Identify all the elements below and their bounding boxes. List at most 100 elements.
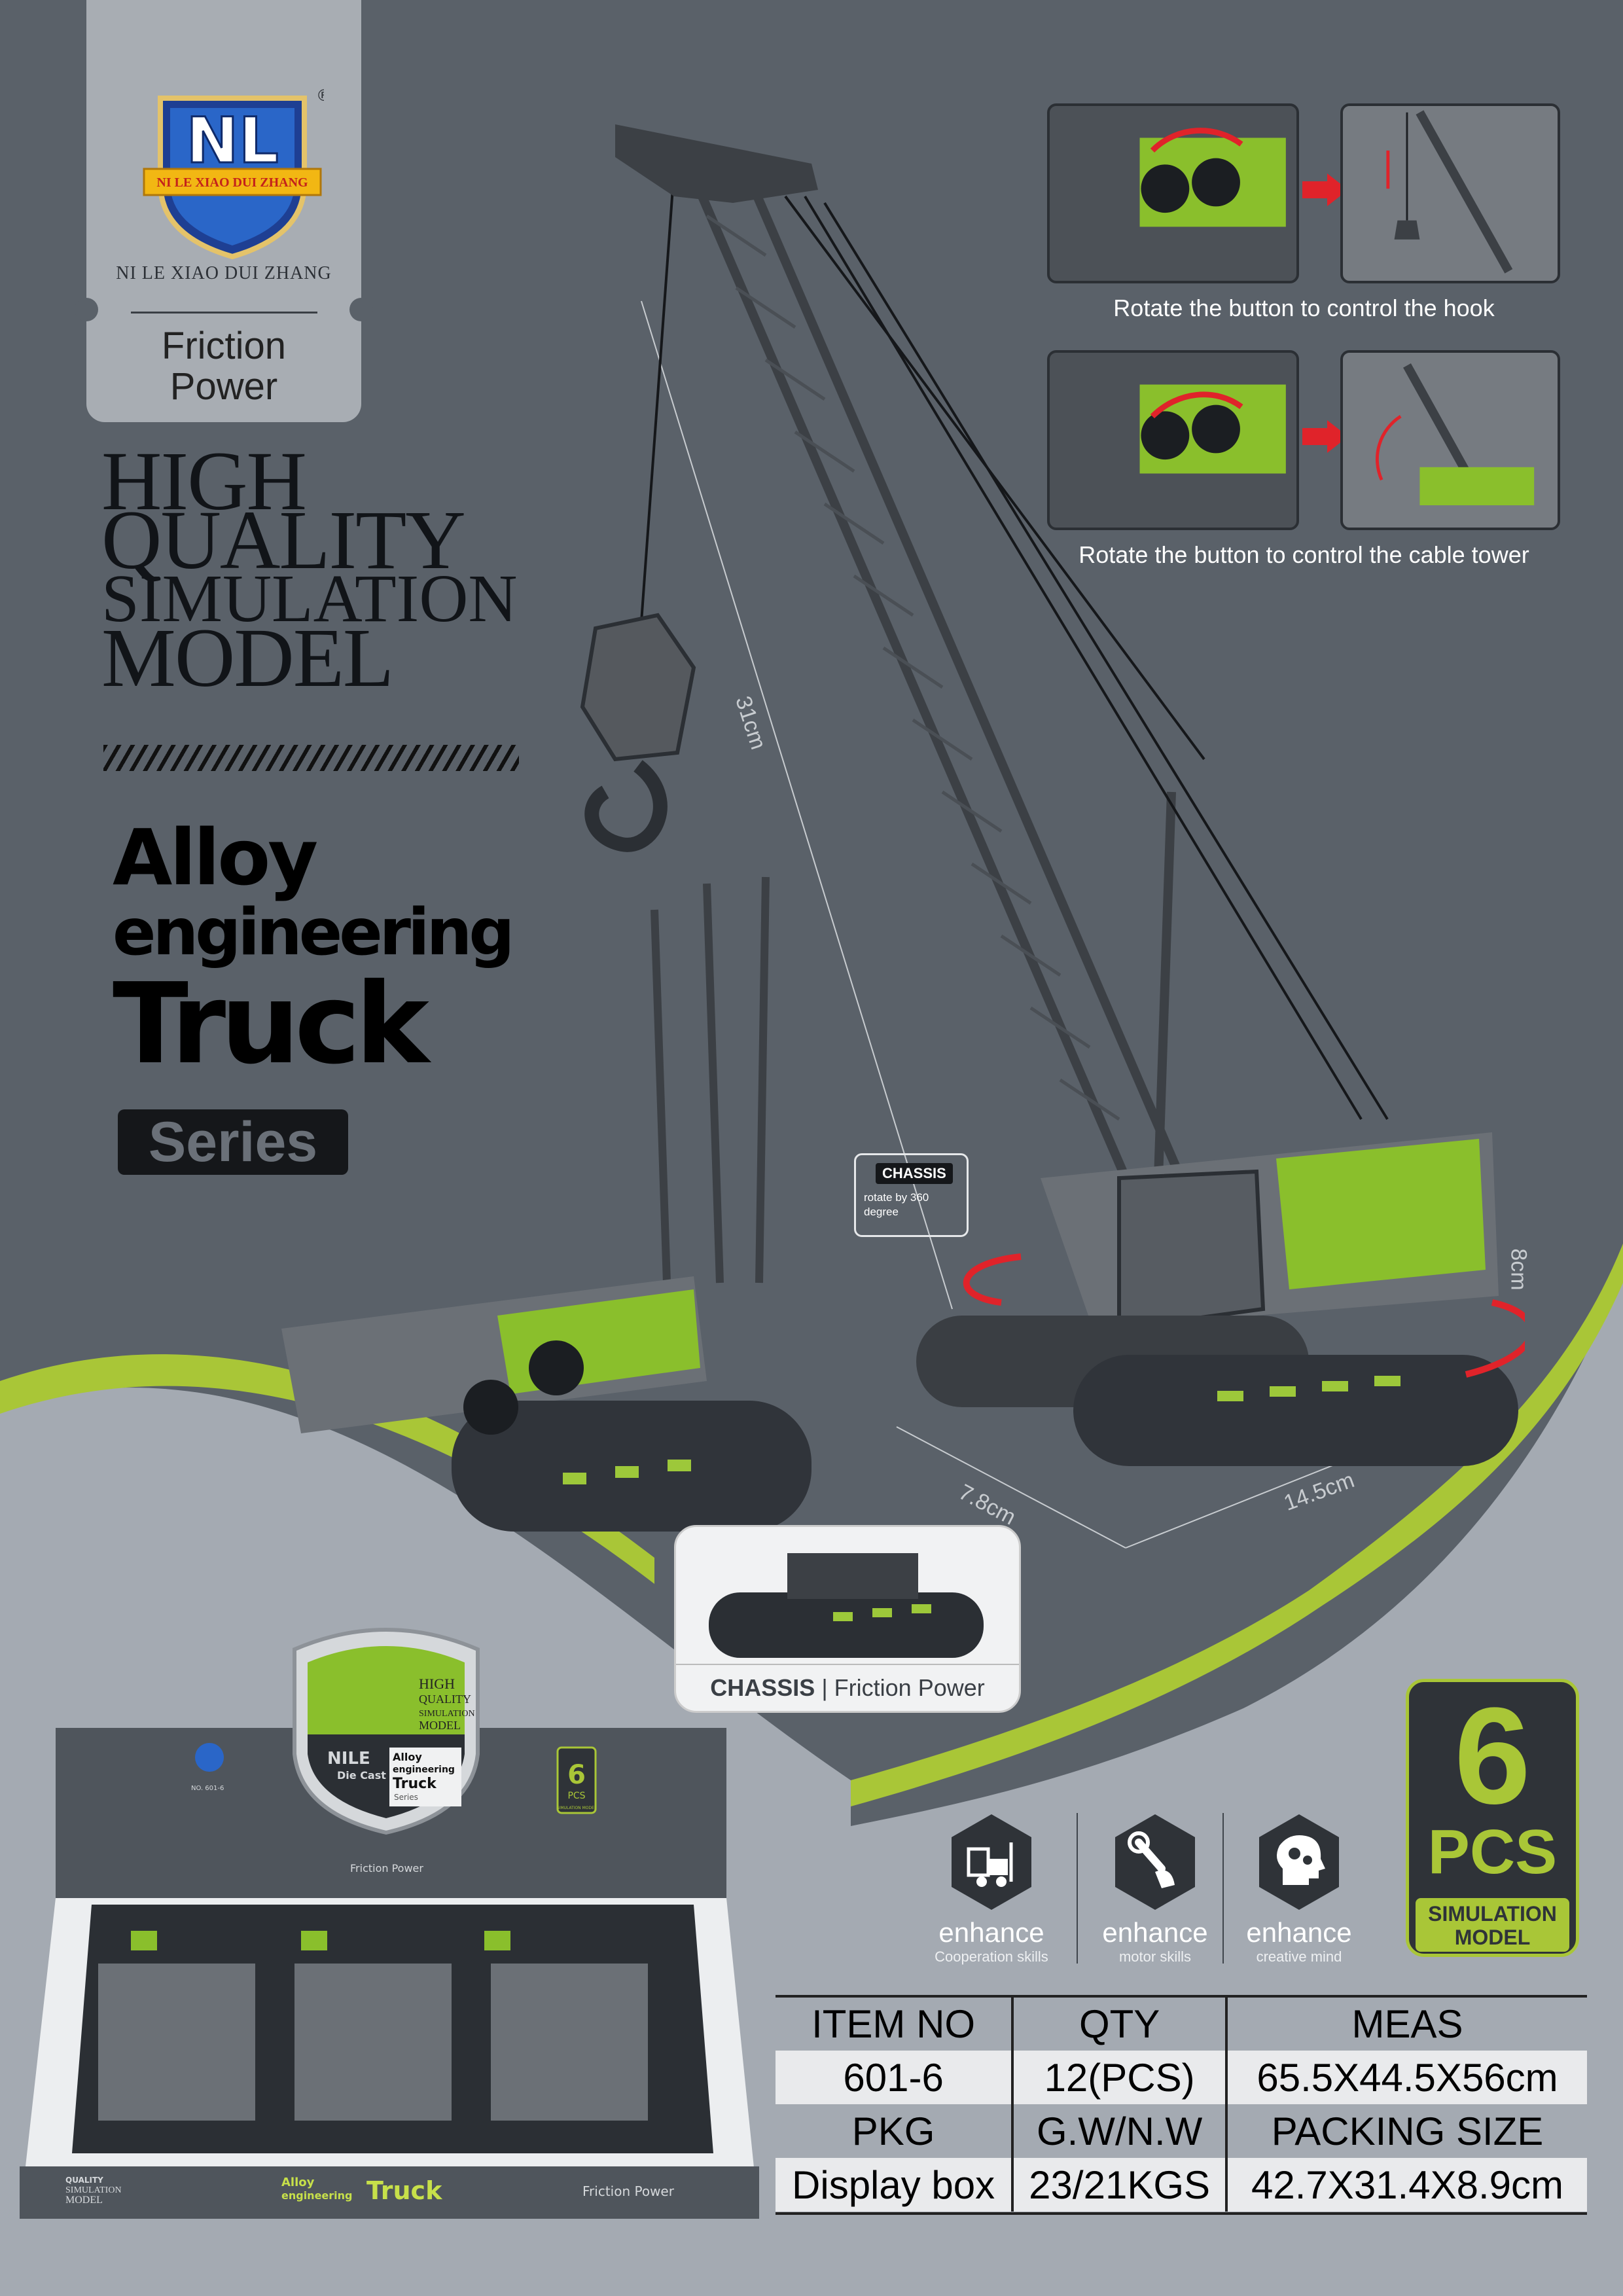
crane-cables: [640, 170, 1389, 1121]
spec-cell: 12(PCS): [1011, 2051, 1227, 2104]
spec-table: ITEM NO QTY MEAS 601-6 12(PCS) 65.5X44.5…: [776, 1997, 1587, 2212]
spec-cell: 23/21KGS: [1011, 2158, 1227, 2212]
icon-title-motor: enhance: [1102, 1917, 1208, 1948]
spec-cell: QTY: [1011, 1997, 1227, 2051]
chassis-inset-sub: Friction Power: [834, 1674, 985, 1701]
pcs-line-1: SIMULATION: [1428, 1902, 1557, 1926]
box-shield-title-3: Truck: [393, 1776, 437, 1792]
chassis-tag: CHASSIS: [876, 1163, 953, 1184]
logo-ribbon-text: NI LE XIAO DUI ZHANG: [156, 175, 308, 190]
table-rule-bottom: [776, 2212, 1587, 2215]
dim-line-31cm: [641, 300, 953, 1310]
track-right: [1073, 1355, 1518, 1466]
rotate-arrow-left: [963, 1253, 1022, 1306]
spec-cell: PKG: [851, 2109, 935, 2153]
friction-power-title: Friction Power: [86, 326, 361, 407]
box-shield-title-1: Alloy: [393, 1751, 422, 1763]
forklift-icon: [952, 1814, 1031, 1910]
main-boom: [689, 168, 1183, 1180]
crane-cab: [1117, 1169, 1266, 1331]
headline-line-3: SIMULATION: [101, 561, 518, 636]
brand-divider: [131, 312, 317, 314]
chassis-inset-title: CHASSIS: [710, 1674, 815, 1701]
icon-sub-creative: creative mind: [1256, 1948, 1342, 1965]
hook-thumb-graphic: [1386, 110, 1513, 274]
headline-line-1: HIGH: [101, 435, 307, 528]
box-item-no: NO. 601-6: [191, 1785, 224, 1792]
power-line: Power: [169, 365, 278, 408]
box-front-title-2: engineering: [281, 2189, 353, 2202]
box-shield-line-1: HIGH: [419, 1676, 455, 1692]
brand-name: NI LE XIAO DUI ZHANG: [116, 263, 332, 283]
registered-mark: ®: [316, 86, 324, 105]
icon-title-cooperation: enhance: [938, 1917, 1044, 1948]
spec-cell: 42.7X31.4X8.9cm: [1225, 2158, 1587, 2212]
feature-caption-tower: Rotate the button to control the cable t…: [1079, 541, 1529, 568]
pcs-unit: PCS: [1427, 1817, 1558, 1887]
tower-thumb-graphic: [1376, 363, 1535, 506]
red-arrow-2: [1302, 420, 1348, 453]
box-front-friction: Friction Power: [582, 2183, 675, 2199]
series-badge: Series: [118, 1109, 348, 1175]
icon-sub-motor: motor skills: [1118, 1948, 1191, 1965]
feature-caption-hook: Rotate the button to control the hook: [1113, 295, 1495, 321]
wrench-hand-icon: [1115, 1814, 1195, 1910]
boom-tip: [615, 124, 818, 203]
dim-line-7.8cm: [896, 1426, 1126, 1549]
pcs-simulation-model: SIMULATION MODEL: [1416, 1898, 1569, 1952]
box-front-sim: SIMULATION: [65, 2185, 122, 2195]
table-rule-top: [776, 1995, 1587, 1998]
box-shield-line-2: QUALITY: [419, 1693, 471, 1706]
product-title-line-3: Truck: [113, 960, 429, 1089]
spec-cell: G.W/N.W: [1011, 2104, 1227, 2158]
product-title-line-2: engineering: [113, 895, 515, 970]
tower-button-graphic: [1139, 384, 1286, 474]
hook-block: [580, 613, 696, 762]
spec-cell: Display box: [776, 2158, 1013, 2212]
product-title: Alloy engineering Truck: [113, 818, 515, 1089]
pcs-badge: 6 PCS SIMULATION MODEL: [1406, 1679, 1579, 1957]
box-shield-line-4: MODEL: [419, 1719, 461, 1732]
pcs-number: 6: [1454, 1679, 1531, 1833]
friction-line: Friction: [161, 325, 287, 367]
logo-letters: NL: [186, 104, 279, 177]
crane-green-panel: [1276, 1139, 1486, 1289]
box-front-quality: QUALITY: [65, 2176, 103, 2185]
chassis-inset-sep: |: [821, 1674, 834, 1701]
feature-thumb-hook: [1340, 103, 1560, 283]
chassis-callout: CHASSIS rotate by 360 degree: [854, 1153, 969, 1237]
chassis-inset: CHASSIS | Friction Power: [674, 1525, 1021, 1713]
hook-button-graphic: [1139, 128, 1286, 227]
headline-line-4: MODEL: [101, 611, 394, 704]
box-lid-friction: Friction Power: [350, 1862, 423, 1874]
boom-lattice: [705, 214, 1120, 1121]
spec-row-values-2: Display box 23/21KGS 42.7X31.4X8.9cm: [776, 2158, 1587, 2212]
spec-cell: ITEM NO: [812, 2001, 976, 2046]
chassis-graphic: [709, 1553, 984, 1658]
rotate-arrow-right: [1465, 1299, 1525, 1378]
icon-block-creative: enhance creative mind: [1227, 1813, 1371, 1965]
box-pcs-model: SIMULATION MODEL: [557, 1806, 597, 1810]
spec-cell: MEAS: [1225, 1997, 1587, 2051]
feature-thumb-tower: [1340, 350, 1560, 530]
hatch-divider: [103, 745, 519, 771]
icon-block-motor: enhance motor skills: [1083, 1813, 1227, 1965]
track-stripes: [1217, 1376, 1400, 1401]
icon-title-creative: enhance: [1246, 1917, 1352, 1948]
box-front-title-1: Alloy: [281, 2176, 315, 2189]
red-arrow-1: [1302, 173, 1348, 206]
icon-block-cooperation: enhance Cooperation skills: [919, 1813, 1063, 1965]
icon-separator: [1222, 1813, 1224, 1964]
icon-sub-cooperation: Cooperation skills: [935, 1948, 1048, 1965]
display-box: HIGH QUALITY SIMULATION MODEL NILE Die C…: [20, 1628, 759, 2219]
spec-row-header-1: ITEM NO QTY MEAS: [776, 1997, 1587, 2051]
second-crane: [281, 876, 812, 1532]
gear-head-icon: [1259, 1814, 1339, 1910]
feature-thumb-tower-button: [1047, 350, 1299, 530]
box-pcs-unit: PCS: [567, 1791, 585, 1801]
box-shield-title-2: engineering: [393, 1765, 455, 1775]
spec-cell: 601-6: [776, 2051, 1013, 2104]
box-shield-series: Series: [394, 1793, 418, 1802]
box-shield-diecast: Die Cast: [337, 1769, 386, 1782]
box-front-title-3: Truck: [366, 2176, 442, 2205]
